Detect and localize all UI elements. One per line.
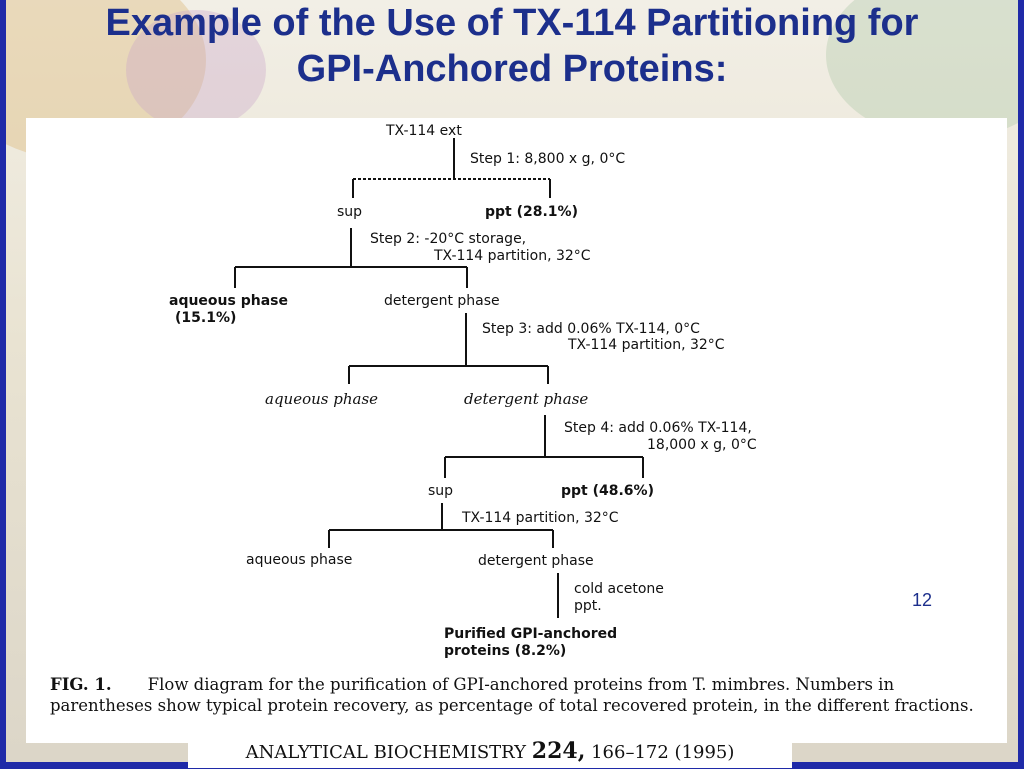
acetone-line2-label: ppt. [574, 598, 602, 614]
diagram-connectors [234, 138, 644, 618]
aqueous3-label: aqueous phase [246, 552, 352, 568]
aqueous1-recovery-label: (15.1%) [175, 310, 236, 326]
sup1-label: sup [337, 204, 362, 220]
ppt2-label: ppt (48.6%) [561, 483, 654, 499]
title-line-2: GPI-Anchored Proteins: [296, 48, 728, 90]
partition-label: TX-114 partition, 32°C [461, 510, 619, 526]
citation-volume: 224, [531, 738, 586, 764]
step3-line2-label: TX-114 partition, 32°C [567, 337, 725, 353]
step2-line2-label: TX-114 partition, 32°C [433, 248, 591, 264]
step2-line1-label: Step 2: -20°C storage, [370, 231, 526, 247]
decorative-swirl [126, 10, 266, 130]
ppt1-label: ppt (28.1%) [485, 204, 578, 220]
title-line-1: Example of the Use of TX-114 Partitionin… [105, 2, 919, 44]
page-number: 12 [912, 590, 933, 610]
final-product-line1-label: Purified GPI-anchored [444, 626, 617, 642]
acetone-line1-label: cold acetone [574, 581, 664, 597]
detergent3-label: detergent phase [478, 553, 594, 569]
start-extract-label: TX-114 ext [385, 123, 462, 139]
citation: ANALYTICAL BIOCHEMISTRY 224, 166–172 (19… [188, 735, 792, 768]
aqueous2-label: aqueous phase [265, 390, 378, 408]
flow-diagram: TX-114 ext Step 1: 8,800 x g, 0°C sup pp… [169, 123, 757, 659]
detergent1-label: detergent phase [384, 293, 500, 309]
detergent2-label: detergent phase [464, 390, 588, 408]
sup2-label: sup [428, 483, 453, 499]
citation-journal: ANALYTICAL BIOCHEMISTRY [245, 742, 527, 763]
step4-line2-label: 18,000 x g, 0°C [647, 437, 757, 453]
caption-label: FIG. 1. [50, 675, 112, 694]
slide-title: Example of the Use of TX-114 Partitionin… [10, 0, 1014, 92]
final-product-line2-label: proteins (8.2%) [444, 643, 566, 659]
citation-pages: 166–172 (1995) [591, 742, 735, 763]
step4-line1-label: Step 4: add 0.06% TX-114, [564, 420, 752, 436]
caption-text: Flow diagram for the purification of GPI… [50, 675, 974, 715]
step1-label: Step 1: 8,800 x g, 0°C [470, 151, 625, 167]
figure-caption: FIG. 1.Flow diagram for the purification… [50, 674, 980, 716]
figure-panel: TX-114 ext Step 1: 8,800 x g, 0°C sup pp… [26, 118, 1007, 743]
aqueous1-label: aqueous phase [169, 293, 288, 309]
step3-line1-label: Step 3: add 0.06% TX-114, 0°C [482, 321, 700, 337]
